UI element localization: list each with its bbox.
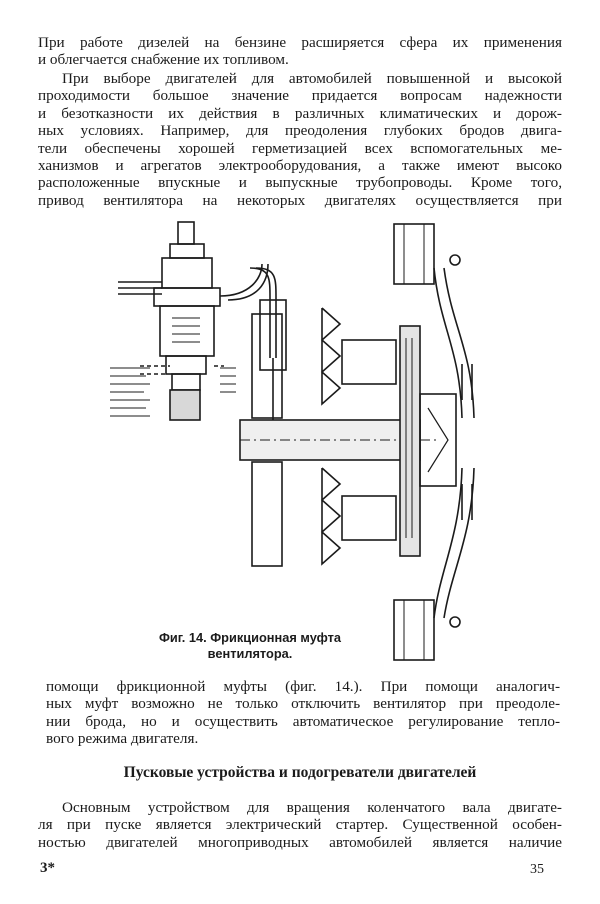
text-line: проходимости большое значение придается … (38, 87, 562, 105)
oil-pipe-drawing (249, 267, 287, 420)
fan-blade-drawing (393, 223, 475, 661)
signature-mark: 3* (40, 860, 55, 876)
caption-line: Фиг. 14. Фрикционная муфта (158, 630, 342, 645)
text-line: Основным устройством для вращения коленч… (62, 799, 562, 816)
text-line: При выборе двигателей для автомобилей по… (62, 70, 562, 87)
text-line: и облегчается снабжение их топливом. (38, 51, 289, 69)
shaft-and-pulley-drawing (239, 307, 457, 567)
page-number: 35 (530, 862, 544, 877)
text-line: тели обеспечены хорошей герметизацией вс… (38, 139, 562, 157)
text-line: При работе дизелей на бензине расширяетс… (38, 34, 562, 51)
fan-friction-clutch-figure (110, 221, 475, 661)
figure-caption: Фиг. 14. Фрикционная муфта вентилятора. (140, 630, 360, 662)
valve-assembly-drawing (118, 221, 269, 421)
text-line: вого режима двигателя. (46, 730, 199, 748)
section-heading: Пусковые устройства и подогреватели двиг… (123, 764, 477, 781)
text-line: ностью двигателей многоприводных автомоб… (38, 833, 562, 851)
text-line: привод вентилятора на некоторых двигател… (38, 191, 562, 209)
paragraph-3: помощи фрикционной муфты (фиг. 14.). При… (46, 678, 560, 748)
text-line: ханизмов и агрегатов электрооборудования… (38, 157, 562, 175)
text-line: помощи фрикционной муфты (фиг. 14.). При… (46, 678, 560, 695)
text-line: расположенные впускные и выпускные трубо… (38, 174, 562, 192)
paragraph-1: При работе дизелей на бензине расширяетс… (38, 34, 562, 69)
caption-line: вентилятора. (207, 646, 293, 661)
text-line: нии брода, но и осуществить автоматическ… (46, 712, 560, 730)
paragraph-2: При выборе двигателей для автомобилей по… (38, 70, 562, 209)
text-line: ных условиях. Например, для преодоления … (38, 122, 562, 140)
text-line: ных муфт возможно не только отключить ве… (46, 695, 560, 713)
text-line: и безотказности их действия в различных … (38, 104, 562, 122)
text-line: ля при пуске является электрический стар… (38, 816, 562, 834)
water-level-lines (110, 367, 236, 417)
paragraph-4: Основным устройством для вращения коленч… (38, 799, 562, 851)
